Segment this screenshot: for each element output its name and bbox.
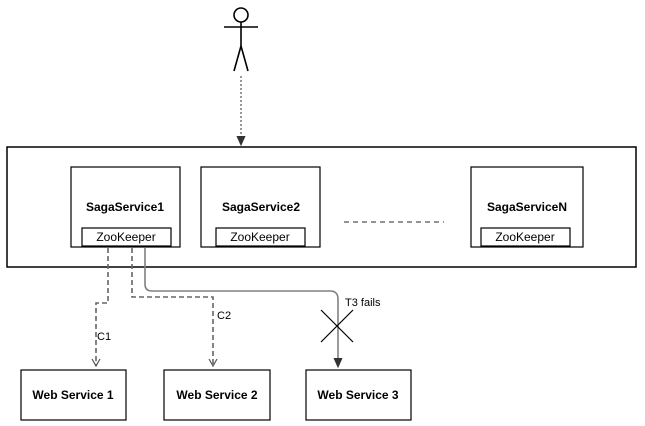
zookeeper-2-label: ZooKeeper bbox=[230, 230, 289, 244]
zookeeper-n-label: ZooKeeper bbox=[495, 230, 554, 244]
web-service-3-node: Web Service 3 bbox=[305, 369, 412, 421]
web-service-1-label: Web Service 1 bbox=[32, 388, 113, 402]
saga-service-n-node: SagaServiceN ZooKeeper bbox=[470, 166, 584, 248]
x-cross-icon bbox=[320, 309, 354, 343]
saga-service-n-label: SagaServiceN bbox=[487, 200, 567, 214]
edge-c2-label: C2 bbox=[217, 310, 231, 322]
web-service-2-node: Web Service 2 bbox=[163, 369, 271, 421]
saga-service-1-label: SagaService1 bbox=[86, 200, 164, 214]
saga-service-1-node: SagaService1 ZooKeeper bbox=[70, 166, 181, 248]
web-service-1-node: Web Service 1 bbox=[20, 369, 127, 421]
edge-t3-label: T3 fails bbox=[345, 297, 381, 309]
edge-c1-dashed bbox=[91, 248, 109, 368]
zookeeper-n-box bbox=[480, 227, 571, 247]
saga-service-2-label: SagaService2 bbox=[222, 200, 300, 214]
web-service-3-label: Web Service 3 bbox=[317, 388, 398, 402]
user-actor-icon bbox=[224, 7, 258, 72]
zookeeper-1-box bbox=[81, 227, 172, 247]
web-service-2-label: Web Service 2 bbox=[176, 388, 257, 402]
zookeeper-1-label: ZooKeeper bbox=[96, 230, 155, 244]
edge-c1-label: C1 bbox=[97, 331, 111, 343]
zookeeper-2-box bbox=[215, 227, 306, 247]
saga-service-2-node: SagaService2 ZooKeeper bbox=[200, 166, 321, 248]
edge-c2-dashed bbox=[131, 248, 218, 368]
edge-t3-solid bbox=[144, 248, 338, 366]
